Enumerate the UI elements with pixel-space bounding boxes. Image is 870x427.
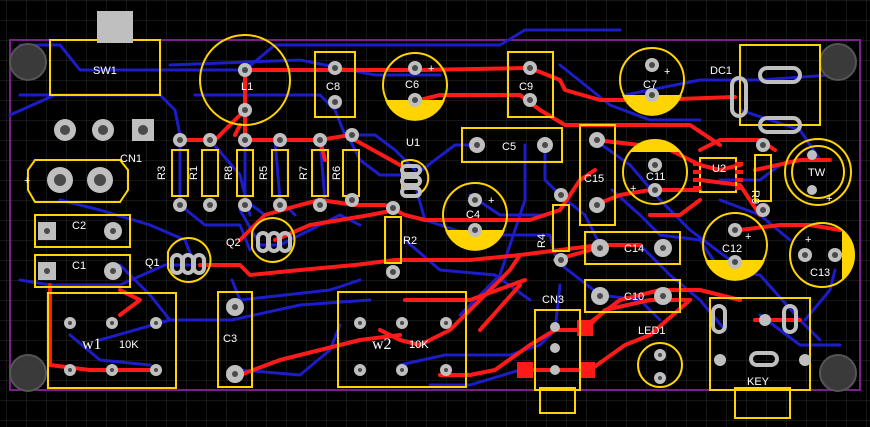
w1-outline	[47, 292, 177, 389]
label-cn3: CN3	[542, 294, 564, 306]
label-dc1: DC1	[710, 65, 732, 77]
label-c15: C15	[584, 173, 604, 185]
polarity-marks: + + + + + + + +	[24, 63, 832, 246]
l1-outline	[199, 34, 291, 126]
q2-outline	[251, 217, 296, 263]
label-sw1: SW1	[93, 65, 117, 77]
sw1-actuator	[97, 11, 133, 43]
mount-hole-tl	[9, 43, 47, 81]
silkscreen-layer	[27, 11, 855, 419]
c10-outline	[584, 279, 681, 313]
label-cn1: CN1	[120, 153, 142, 165]
plus-cn1: +	[24, 175, 30, 187]
label-q2: Q2	[226, 237, 241, 249]
label-w2-value: 10K	[409, 339, 429, 351]
plus-c6: +	[428, 63, 434, 75]
cn1-outline	[27, 159, 129, 203]
label-c14: C14	[624, 243, 644, 255]
label-r9: R9	[749, 190, 761, 204]
plus-c7: +	[664, 66, 670, 78]
label-c10: C10	[624, 291, 644, 303]
label-c13: C13	[810, 267, 830, 279]
r8-body	[236, 149, 254, 197]
label-w2: w2	[372, 336, 392, 353]
label-key: KEY	[747, 376, 770, 388]
label-c5: C5	[502, 141, 516, 153]
label-u2: U2	[712, 163, 726, 175]
label-r8: R8	[223, 166, 235, 180]
c14-outline	[584, 231, 681, 265]
label-c6: C6	[405, 79, 419, 91]
label-l1: L1	[241, 81, 253, 93]
label-c8: C8	[326, 81, 340, 93]
plus-c12: +	[745, 231, 751, 243]
dc1-outline	[739, 44, 821, 126]
mount-hole-br	[819, 354, 857, 392]
tw-outline	[784, 138, 852, 206]
cn3-outline	[534, 309, 581, 391]
label-tw: TW	[808, 167, 826, 179]
plus-c4: +	[488, 195, 494, 207]
c8-outline	[314, 51, 356, 118]
c15-outline	[579, 124, 616, 226]
label-r3: R3	[156, 166, 168, 180]
key-outline	[709, 297, 811, 391]
r7-body	[311, 149, 329, 197]
board-outline	[9, 39, 861, 391]
cap-polarity-fills	[385, 95, 855, 281]
mounting-holes	[9, 43, 857, 392]
label-c4: C4	[466, 209, 480, 221]
label-c9: C9	[519, 81, 533, 93]
plus-c11: +	[630, 183, 636, 195]
led1-outline	[637, 342, 683, 388]
cn3-tab	[539, 387, 576, 414]
label-r4: R4	[536, 234, 548, 248]
r9-body	[754, 154, 772, 202]
r5-body	[271, 149, 289, 197]
component-labels: SW1 L1 C8 C6 C9 C7 DC1 CN1 R3 R1 R8 R5 R…	[72, 65, 830, 388]
label-c11: C11	[646, 171, 665, 183]
label-c2: C2	[72, 220, 86, 232]
label-c7: C7	[643, 79, 657, 91]
c2-outline	[34, 214, 131, 248]
plus-tw: +	[826, 193, 832, 205]
u2-outline	[699, 157, 737, 193]
mount-hole-bl	[9, 354, 47, 392]
label-r2: R2	[403, 235, 417, 247]
q1-outline	[167, 237, 212, 283]
label-c3: C3	[223, 333, 237, 345]
label-u1: U1	[406, 137, 420, 149]
key-tab	[734, 387, 791, 419]
label-r7: R7	[298, 166, 310, 180]
c5-outline	[461, 127, 563, 163]
label-q1: Q1	[145, 257, 160, 269]
label-w1-value: 10K	[119, 339, 139, 351]
plus-c13: +	[805, 234, 811, 246]
label-r6: R6	[331, 166, 343, 180]
label-c1: C1	[72, 260, 86, 272]
r3-body	[171, 149, 189, 197]
label-r1: R1	[188, 166, 200, 180]
tw-inner	[791, 145, 845, 199]
label-w1: w1	[82, 336, 102, 353]
through-hole-pads	[38, 58, 842, 384]
label-c12: C12	[722, 243, 742, 255]
c3-outline	[217, 291, 253, 388]
r1-body	[201, 149, 219, 197]
r2-body	[384, 216, 402, 264]
c1-outline	[34, 254, 131, 288]
label-led1: LED1	[638, 325, 666, 337]
mount-hole-tr	[819, 43, 857, 81]
w2-outline	[337, 291, 467, 388]
c9-outline	[507, 51, 554, 118]
r4-body	[552, 204, 570, 252]
label-r5: R5	[258, 166, 270, 180]
